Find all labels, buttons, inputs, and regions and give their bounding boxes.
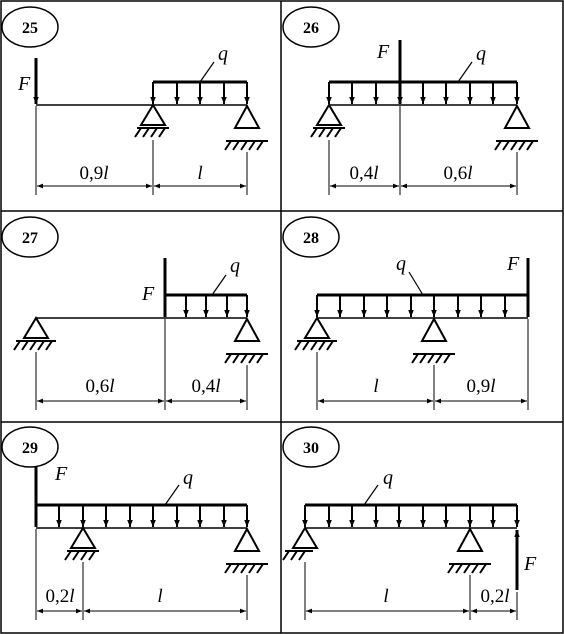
dimension-label: l xyxy=(373,376,378,397)
load-label: q xyxy=(476,43,486,65)
load-label: q xyxy=(183,467,193,489)
dimension-label: 0,4l xyxy=(349,163,378,184)
force-label: F xyxy=(376,41,390,63)
pin-support xyxy=(282,526,319,561)
pin-support xyxy=(310,103,345,138)
dimension-label: 0,9l xyxy=(79,163,108,184)
force-label: F xyxy=(523,553,537,575)
distributed-load xyxy=(36,484,250,527)
dimension-label: l xyxy=(157,586,162,607)
load-label: q xyxy=(230,255,240,277)
dimension-label: 0,2l xyxy=(45,586,74,607)
distributed-load xyxy=(326,61,520,104)
distributed-load xyxy=(302,484,520,527)
panel-28: 28 q F xyxy=(282,216,530,410)
dimension-label: 0,4l xyxy=(191,376,220,397)
distributed-load xyxy=(165,274,250,317)
force-label: F xyxy=(54,463,68,485)
problem-number-badge xyxy=(282,6,340,48)
dimension-lines xyxy=(316,319,529,410)
problem-number: 29 xyxy=(22,440,38,457)
problem-number-badge xyxy=(1,426,59,468)
distributed-load xyxy=(314,271,528,317)
force-label: F xyxy=(141,283,155,305)
panel-26: 26 F q xyxy=(282,6,538,195)
dimension-label: 0,9l xyxy=(466,376,495,397)
force-label: F xyxy=(17,73,31,95)
pin-support xyxy=(134,103,169,138)
problem-number-badge xyxy=(1,6,59,48)
problem-number: 26 xyxy=(303,20,319,37)
problem-number-badge xyxy=(1,216,59,258)
pin-support xyxy=(64,526,99,561)
dimension-lines xyxy=(304,562,518,620)
dimension-lines xyxy=(328,106,518,195)
load-label: q xyxy=(383,467,393,489)
dimension-lines xyxy=(35,106,248,195)
problem-number: 25 xyxy=(22,20,38,37)
panel-27: 27 F q 0,6l 0, xyxy=(1,216,268,410)
roller-support xyxy=(494,103,538,151)
dimension-label: 0,6l xyxy=(85,376,114,397)
dimension-lines xyxy=(35,529,248,620)
roller-support xyxy=(224,526,268,574)
pin-support xyxy=(294,316,337,351)
pin-support xyxy=(13,316,56,351)
problem-number: 30 xyxy=(303,440,319,457)
problem-number-badge xyxy=(282,426,340,468)
force-label: F xyxy=(506,253,520,275)
dimension-label: 0,2l xyxy=(480,586,509,607)
dimension-label: 0,6l xyxy=(443,163,472,184)
roller-support xyxy=(447,526,491,574)
load-label: q xyxy=(218,43,228,65)
problem-number-badge xyxy=(282,216,340,258)
roller-support xyxy=(411,316,455,364)
load-label: q xyxy=(396,253,406,275)
panel-30: 30 q F xyxy=(282,426,537,620)
roller-support xyxy=(224,316,268,364)
panel-25: 25 F q xyxy=(1,6,268,195)
problem-number: 28 xyxy=(303,230,319,247)
dimension-label: l xyxy=(383,586,388,607)
problem-number: 27 xyxy=(22,230,38,247)
panel-29: 29 F q xyxy=(1,426,268,620)
dimension-lines xyxy=(35,319,248,410)
distributed-load xyxy=(150,61,250,104)
roller-support xyxy=(224,103,268,151)
dimension-label: l xyxy=(197,163,202,184)
